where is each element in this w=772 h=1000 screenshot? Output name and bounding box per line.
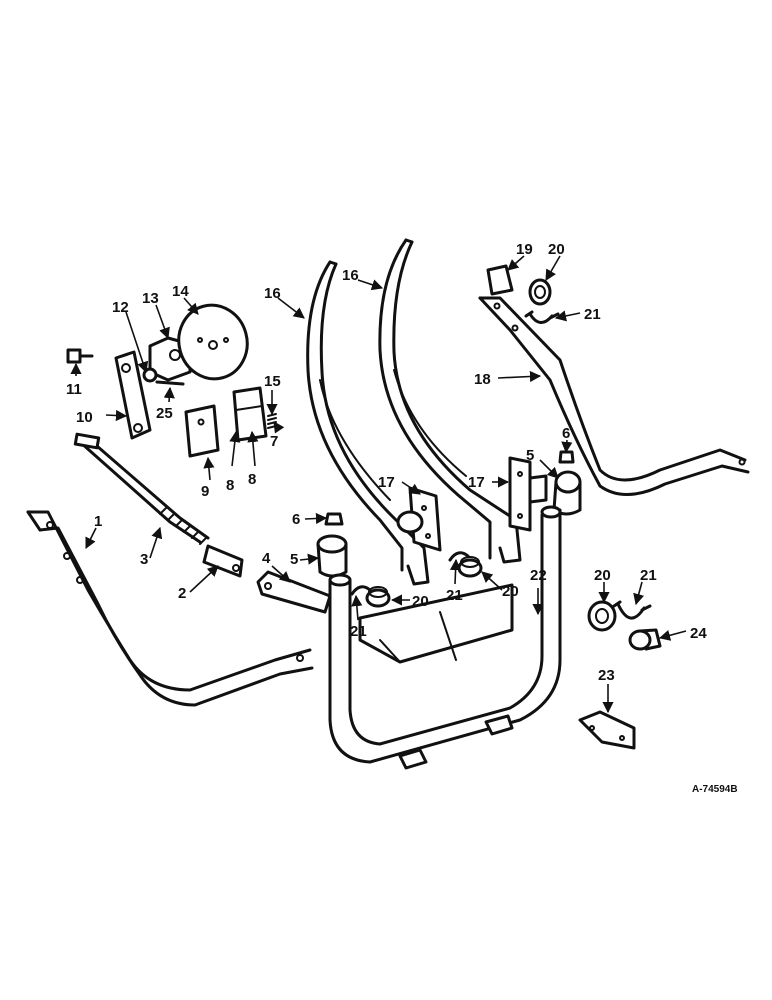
- callout-21: 21: [584, 306, 601, 323]
- callout-7: 7: [270, 433, 278, 450]
- callout-24: 24: [690, 625, 707, 642]
- clip-19: [486, 264, 514, 296]
- callout-4: 4: [262, 550, 271, 567]
- grommet-20-top: [528, 278, 552, 306]
- cap-6-left: [324, 512, 344, 526]
- clamp-21-left: [350, 585, 372, 596]
- callout-12: 12: [112, 299, 129, 316]
- cap-6-right: [558, 450, 575, 464]
- callout-6: 6: [292, 511, 300, 528]
- socket-5-left: [316, 534, 348, 578]
- callout-1: 1: [94, 513, 102, 530]
- bolt: [66, 348, 94, 364]
- callout-22: 22: [530, 567, 547, 584]
- callout-3: 3: [140, 551, 148, 568]
- mount-bracket-left: [396, 486, 442, 552]
- callout-20: 20: [502, 583, 519, 600]
- callout-8: 8: [226, 477, 234, 494]
- callout-17: 17: [378, 474, 395, 491]
- callout-20: 20: [548, 241, 565, 258]
- drawing-number: A-74594B: [692, 784, 738, 795]
- callout-19: 19: [516, 241, 533, 258]
- callout-10: 10: [76, 409, 93, 426]
- leader-lines: [70, 255, 687, 714]
- plate-8: [232, 386, 268, 442]
- callout-labels: 1 2 3 4 5 5 6 6 7 8 8 9 10 11 12 13 14 1…: [66, 241, 738, 795]
- callout-18: 18: [474, 371, 491, 388]
- bracket-23: [578, 710, 636, 750]
- callout-8: 8: [248, 471, 256, 488]
- callout-20: 20: [594, 567, 611, 584]
- clevis: [202, 544, 244, 578]
- clamp-21-lower: [612, 600, 652, 620]
- callout-21: 21: [640, 567, 657, 584]
- end-cap-24: [628, 628, 662, 651]
- callout-5: 5: [526, 447, 534, 464]
- callout-16: 16: [264, 285, 281, 302]
- callout-21: 21: [446, 587, 463, 604]
- callout-14: 14: [172, 283, 189, 300]
- grommet-20-lower: [587, 600, 617, 632]
- curved-arm-right: [378, 238, 522, 564]
- pivot-lever: [114, 350, 152, 440]
- callout-6: 6: [562, 425, 570, 442]
- plate-9: [184, 404, 220, 458]
- seat-frame: [328, 505, 562, 770]
- callout-13: 13: [142, 290, 159, 307]
- callout-17: 17: [468, 474, 485, 491]
- callout-21: 21: [350, 623, 367, 640]
- callout-20: 20: [412, 593, 429, 610]
- callout-5: 5: [290, 551, 298, 568]
- callout-11: 11: [66, 381, 82, 398]
- side-bracket: [256, 570, 332, 652]
- clamp-21-right: [448, 551, 470, 562]
- callout-15: 15: [264, 373, 281, 390]
- right-support-bar: [478, 296, 750, 496]
- left-support-bar: [26, 510, 314, 707]
- curved-arm-left: [306, 260, 430, 586]
- callout-9: 9: [201, 483, 209, 500]
- mount-bracket-right: [508, 456, 548, 532]
- spring-20-left: [365, 586, 391, 608]
- clamp-21-top: [524, 310, 560, 324]
- control-rod: [73, 432, 210, 545]
- spring-20-right: [457, 556, 483, 578]
- spring-15: [267, 413, 277, 429]
- pin: [155, 380, 185, 386]
- callout-23: 23: [598, 667, 615, 684]
- callout-2: 2: [178, 585, 186, 602]
- callout-16: 16: [342, 267, 359, 284]
- disc: [177, 303, 249, 381]
- callout-25: 25: [156, 405, 173, 422]
